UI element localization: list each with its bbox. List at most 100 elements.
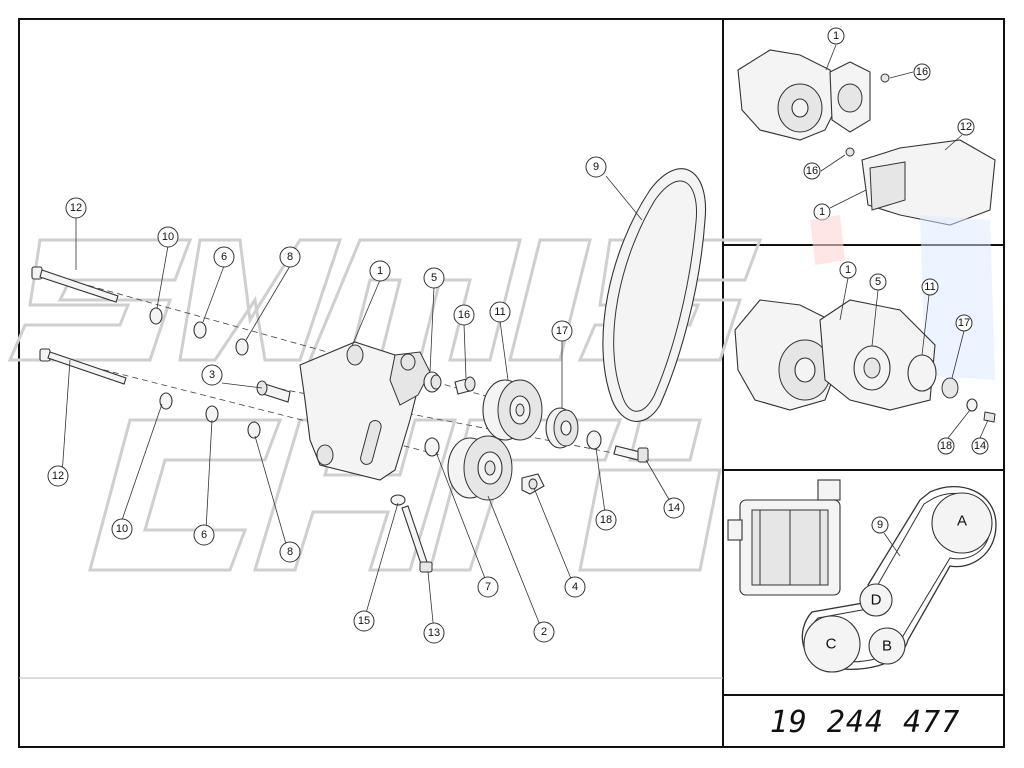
bolt-12-lower — [39, 348, 127, 385]
svg-text:1: 1 — [819, 206, 825, 218]
inset-3-callout-9: 9 — [871, 516, 889, 534]
callout-6-lower: 6 — [193, 524, 215, 546]
callout-18: 18 — [595, 509, 617, 531]
idler-pulley-11 — [482, 379, 543, 441]
svg-text:1: 1 — [845, 264, 851, 276]
svg-text:1: 1 — [377, 265, 383, 277]
inset-2-view — [734, 215, 996, 423]
callout-7: 7 — [477, 576, 499, 598]
svg-text:12: 12 — [960, 121, 972, 133]
bracket-1 — [299, 341, 431, 481]
pulley-label-a: A — [957, 513, 967, 530]
pulley-17 — [545, 407, 579, 449]
outer-frame — [18, 18, 1005, 748]
inset-1-callout-16b: 16 — [803, 162, 821, 180]
washer-18 — [586, 430, 602, 450]
washer-8-lower — [247, 421, 261, 439]
pulley-b — [868, 627, 906, 665]
callout-10-upper: 10 — [157, 226, 179, 248]
washer-6-upper — [193, 321, 207, 339]
svg-text:14: 14 — [668, 502, 680, 514]
inset-1-callout-12: 12 — [957, 118, 975, 136]
pulley-c — [803, 615, 861, 673]
washer-15 — [390, 494, 406, 506]
washer-6-lower — [205, 405, 219, 423]
callout-8-lower: 8 — [279, 541, 301, 563]
inset-1-leaders — [820, 44, 963, 209]
callout-4: 4 — [564, 576, 586, 598]
callout-16: 16 — [453, 304, 475, 326]
svg-text:3: 3 — [209, 369, 215, 381]
callout-5: 5 — [423, 267, 445, 289]
washer-10-lower — [159, 392, 173, 410]
inset-1-view — [737, 49, 996, 226]
callout-6-upper: 6 — [213, 246, 235, 268]
inset-2-callout-17: 17 — [955, 314, 973, 332]
inset-2-callout-11: 11 — [921, 278, 939, 296]
svg-text:17: 17 — [556, 325, 568, 337]
svg-text:7: 7 — [485, 581, 491, 593]
nut-4 — [521, 473, 545, 495]
svg-text:4: 4 — [572, 581, 578, 593]
svg-text:16: 16 — [806, 165, 818, 177]
callout-14: 14 — [663, 497, 685, 519]
svg-text:16: 16 — [916, 66, 928, 78]
belt-9 — [602, 168, 707, 422]
svg-text:11: 11 — [494, 306, 505, 318]
inset-1-callout-16: 16 — [913, 63, 931, 81]
svg-text:5: 5 — [875, 276, 881, 288]
washer-8-upper — [235, 338, 249, 356]
svg-text:14: 14 — [974, 440, 986, 452]
callout-15: 15 — [353, 610, 375, 632]
svg-text:18: 18 — [940, 440, 952, 452]
svg-text:11: 11 — [924, 281, 935, 293]
svg-text:10: 10 — [116, 523, 128, 535]
inset-3-leader-9 — [883, 532, 901, 557]
callout-1: 1 — [369, 260, 391, 282]
pulley-d — [859, 583, 893, 617]
svg-text:16: 16 — [458, 309, 470, 321]
bolt-12-upper — [31, 266, 119, 303]
svg-text:6: 6 — [221, 251, 227, 263]
callout-17: 17 — [551, 320, 573, 342]
svg-text:1: 1 — [833, 30, 839, 42]
callout-2: 2 — [533, 621, 555, 643]
inset-2-leaders — [839, 277, 989, 439]
svg-text:8: 8 — [287, 546, 293, 558]
part-number: 19 244 477 — [769, 704, 961, 740]
inset-2-callout-5: 5 — [869, 273, 887, 291]
svg-text:8: 8 — [287, 251, 293, 263]
pulley-a — [931, 492, 993, 554]
callout-9: 9 — [585, 156, 607, 178]
spacer-5 — [423, 371, 442, 393]
svg-text:6: 6 — [201, 529, 207, 541]
washer-7 — [424, 437, 440, 457]
inset-2-callout-14: 14 — [971, 437, 989, 455]
bolt-14 — [613, 445, 649, 463]
pulley-label-b: B — [882, 638, 892, 655]
washer-10-upper — [149, 307, 163, 325]
pulley-label-d: D — [871, 592, 882, 609]
inset-3-compressor — [727, 479, 841, 596]
svg-text:9: 9 — [877, 519, 883, 531]
pulley-label-c: C — [826, 636, 837, 653]
spacer-3 — [256, 380, 291, 403]
callout-8-upper: 8 — [279, 246, 301, 268]
svg-text:2: 2 — [541, 626, 547, 638]
callout-12-lower: 12 — [47, 465, 69, 487]
svg-text:5: 5 — [431, 272, 437, 284]
callout-3: 3 — [201, 364, 223, 386]
callout-12-upper: 12 — [65, 197, 87, 219]
callout-10-lower: 10 — [111, 518, 133, 540]
inset-2-callout-1: 1 — [839, 261, 857, 279]
svg-text:13: 13 — [428, 627, 440, 639]
svg-text:9: 9 — [593, 161, 599, 173]
svg-text:12: 12 — [52, 470, 64, 482]
pulley-2 — [447, 435, 513, 501]
assembly-line-shaft — [259, 384, 651, 461]
svg-text:12: 12 — [70, 202, 82, 214]
callout-11: 11 — [489, 301, 511, 323]
assembly-line-lower — [44, 354, 441, 456]
callout-13: 13 — [423, 622, 445, 644]
